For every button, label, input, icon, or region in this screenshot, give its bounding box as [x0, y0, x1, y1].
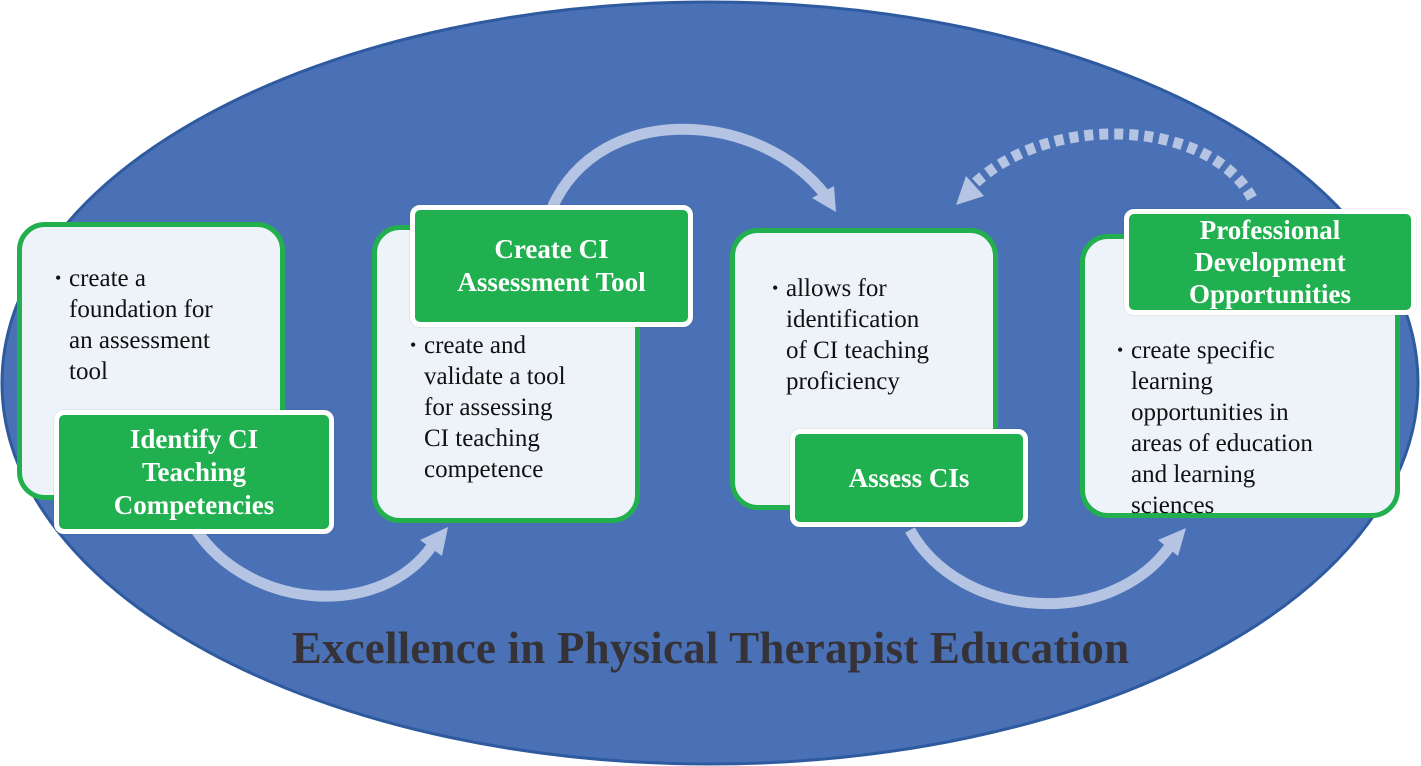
- step-bullet: • create specific learning opportunities…: [1117, 335, 1313, 521]
- bullet-line: CI teaching: [424, 425, 540, 452]
- bullet-icon: •: [1117, 340, 1124, 360]
- bullet-line: identification: [786, 306, 920, 333]
- bullet-line: validate a tool: [424, 363, 566, 390]
- label-line: Assessment Tool: [457, 267, 646, 297]
- step-bullet: • create and validate a tool for assessi…: [410, 330, 566, 485]
- step-card-assess-cis: • allows for identification of CI teachi…: [730, 228, 998, 510]
- arrow-step3-to-step4: [905, 527, 1186, 610]
- step-label-professional-development: Professional Development Opportunities: [1124, 209, 1416, 315]
- step-bullet: • allows for identification of CI teachi…: [772, 273, 929, 397]
- bullet-line: foundation for: [69, 296, 213, 323]
- label-line: Opportunities: [1188, 279, 1352, 309]
- bullet-line: sciences: [1131, 492, 1215, 519]
- label-line: Development: [1194, 247, 1346, 277]
- bullet-line: create a: [69, 265, 147, 292]
- arrow-step1-to-step2: [191, 526, 448, 602]
- step-bullet: • create a foundation for an assessment …: [55, 263, 213, 387]
- bullet-icon: •: [410, 335, 417, 355]
- bullet-line: create specific: [1131, 337, 1275, 364]
- arrow-step4-to-step3-dashed: [956, 128, 1257, 205]
- bullet-line: of CI teaching: [786, 337, 930, 364]
- label-line: Create CI: [494, 234, 609, 264]
- bullet-line: and learning: [1131, 461, 1256, 488]
- diagram-title: Excellence in Physical Therapist Educati…: [291, 623, 1130, 673]
- label-line: Teaching: [141, 456, 247, 487]
- bullet-line: areas of education: [1131, 430, 1313, 457]
- arrow-step2-to-step3: [546, 123, 836, 212]
- label-line: Professional: [1199, 215, 1341, 245]
- label-line: Competencies: [113, 489, 275, 520]
- label-line: Identify CI: [129, 423, 259, 454]
- step-label-assess-cis: Assess CIs: [790, 429, 1028, 527]
- bullet-line: tool: [69, 358, 108, 385]
- bullet-line: create and: [424, 332, 527, 359]
- bullet-line: an assessment: [69, 327, 210, 354]
- bullet-line: learning: [1131, 368, 1213, 395]
- bullet-icon: •: [772, 278, 779, 298]
- step-label-identify-competencies: Identify CI Teaching Competencies: [54, 410, 334, 534]
- step-label-create-assessment-tool: Create CI Assessment Tool: [410, 205, 693, 327]
- bullet-icon: •: [55, 268, 62, 288]
- bullet-line: competence: [424, 456, 544, 483]
- bullet-line: opportunities in: [1131, 399, 1289, 426]
- bullet-line: allows for: [786, 275, 887, 302]
- label-line: Assess CIs: [848, 462, 970, 493]
- bullet-line: for assessing: [424, 394, 553, 421]
- bullet-line: proficiency: [786, 368, 900, 395]
